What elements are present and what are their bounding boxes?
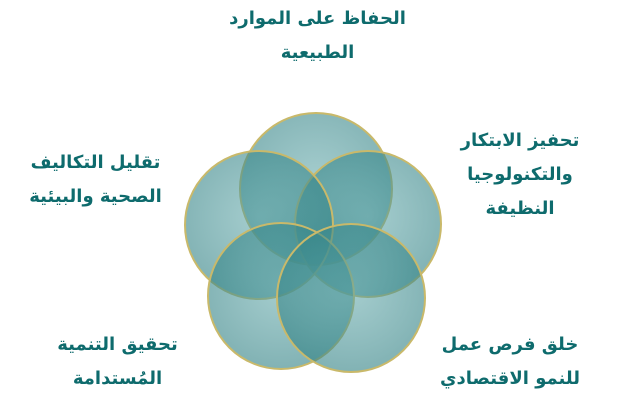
label-bottom-right-line1: خلق فرص عمل	[441, 334, 579, 355]
circle-bottom-right	[276, 223, 426, 373]
label-right-line2: والتكنولوجيا	[467, 164, 573, 185]
label-conserve-natural-resources: الحفاظ على الموارد الطبيعية	[200, 2, 435, 70]
label-sustainable-development: تحقيق التنمية المُستدامة	[30, 328, 205, 396]
label-bottom-left-line1: تحقيق التنمية	[57, 334, 178, 355]
circles-group	[184, 112, 442, 373]
label-left-line2: الصحية والبيئية	[29, 186, 162, 207]
label-bottom-right-line2: للنمو الاقتصادي	[439, 368, 580, 389]
label-left-line1: تقليل التكاليف	[30, 152, 161, 173]
label-job-creation: خلق فرص عمل للنمو الاقتصادي	[415, 328, 605, 396]
label-right-line3: النظيفة	[485, 198, 555, 219]
label-top-line2: الطبيعية	[280, 42, 355, 63]
label-stimulate-innovation: تحفيز الابتكار والتكنولوجيا النظيفة	[430, 124, 610, 226]
label-right-line1: تحفيز الابتكار	[460, 130, 580, 151]
label-bottom-left-line2: المُستدامة	[72, 368, 163, 389]
label-top-line1: الحفاظ على الموارد	[229, 8, 406, 29]
label-reduce-costs: تقليل التكاليف الصحية والبيئية	[8, 146, 183, 214]
